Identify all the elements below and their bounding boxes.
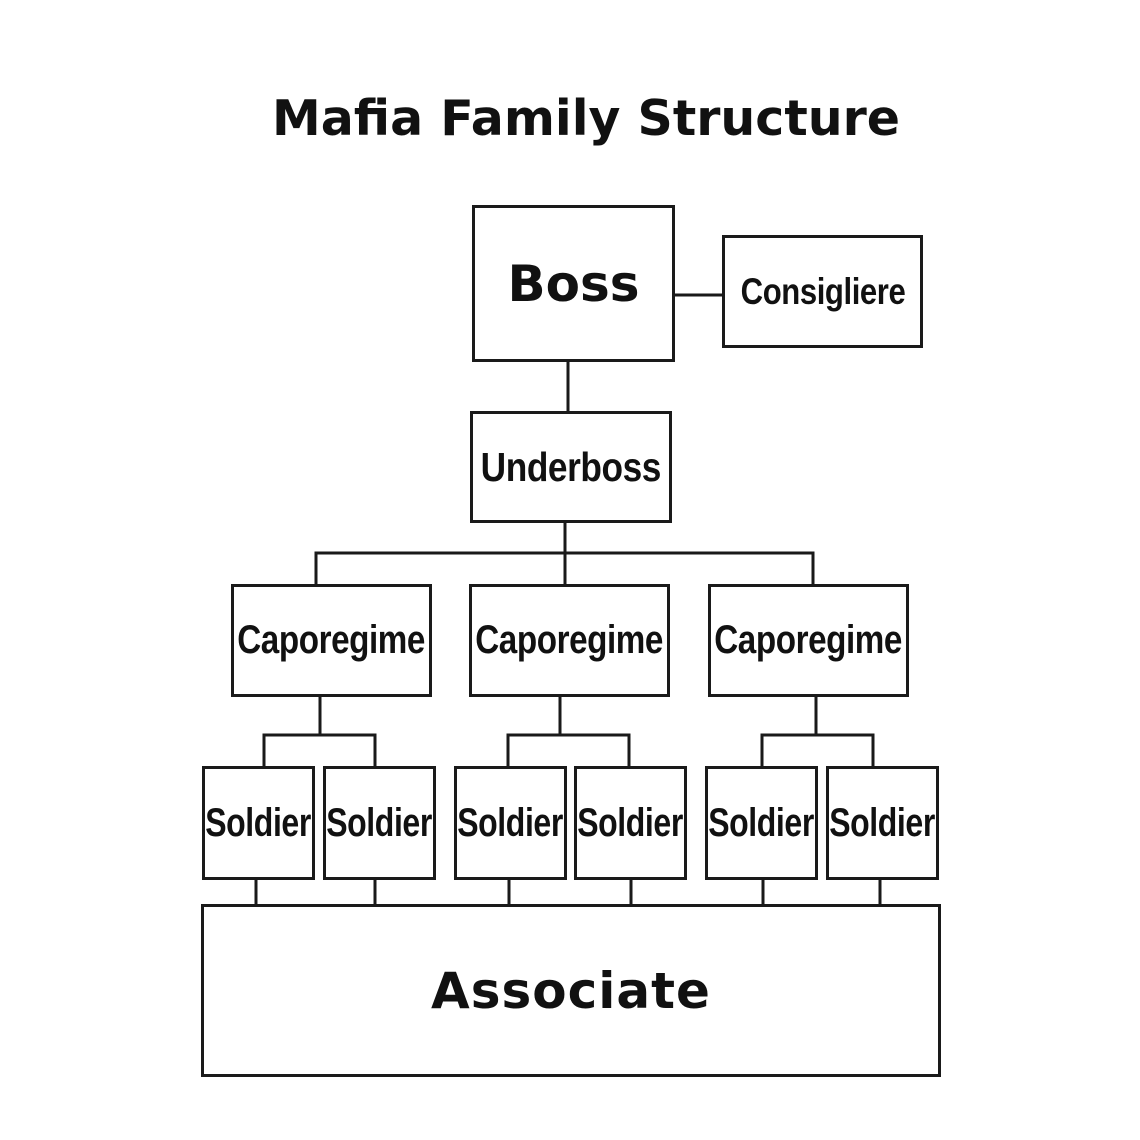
underboss-label: Underboss [480,443,662,490]
connector-capo2-soldiers [506,733,631,766]
underboss-box: Underboss [470,411,672,523]
soldier-box: Soldier [323,766,436,880]
caporegime-box: Caporegime [708,584,909,697]
caporegime-label: Caporegime [475,618,664,662]
soldier-box: Soldier [574,766,687,880]
boss-box: Boss [472,205,675,362]
soldier-label: Soldier [205,800,312,845]
soldier-box: Soldier [454,766,567,880]
consigliere-label: Consigliere [740,270,905,312]
associate-box: Associate [201,904,941,1077]
boss-label: Boss [507,254,640,313]
connector-capo3-soldiers [760,733,875,766]
soldier-box: Soldier [826,766,939,880]
caporegime-label: Caporegime [237,618,426,662]
diagram-title: Mafia Family Structure [271,90,901,147]
connector-capo1-soldiers [262,733,377,766]
soldier-label: Soldier [829,800,936,845]
associate-label: Associate [431,961,711,1020]
soldier-box: Soldier [705,766,818,880]
caporegime-box: Caporegime [469,584,670,697]
soldier-label: Soldier [457,800,564,845]
caporegime-box: Caporegime [231,584,432,697]
caporegime-label: Caporegime [714,618,903,662]
soldier-label: Soldier [708,800,815,845]
soldier-box: Soldier [202,766,315,880]
consigliere-box: Consigliere [722,235,923,348]
soldier-label: Soldier [577,800,684,845]
soldier-label: Soldier [326,800,433,845]
